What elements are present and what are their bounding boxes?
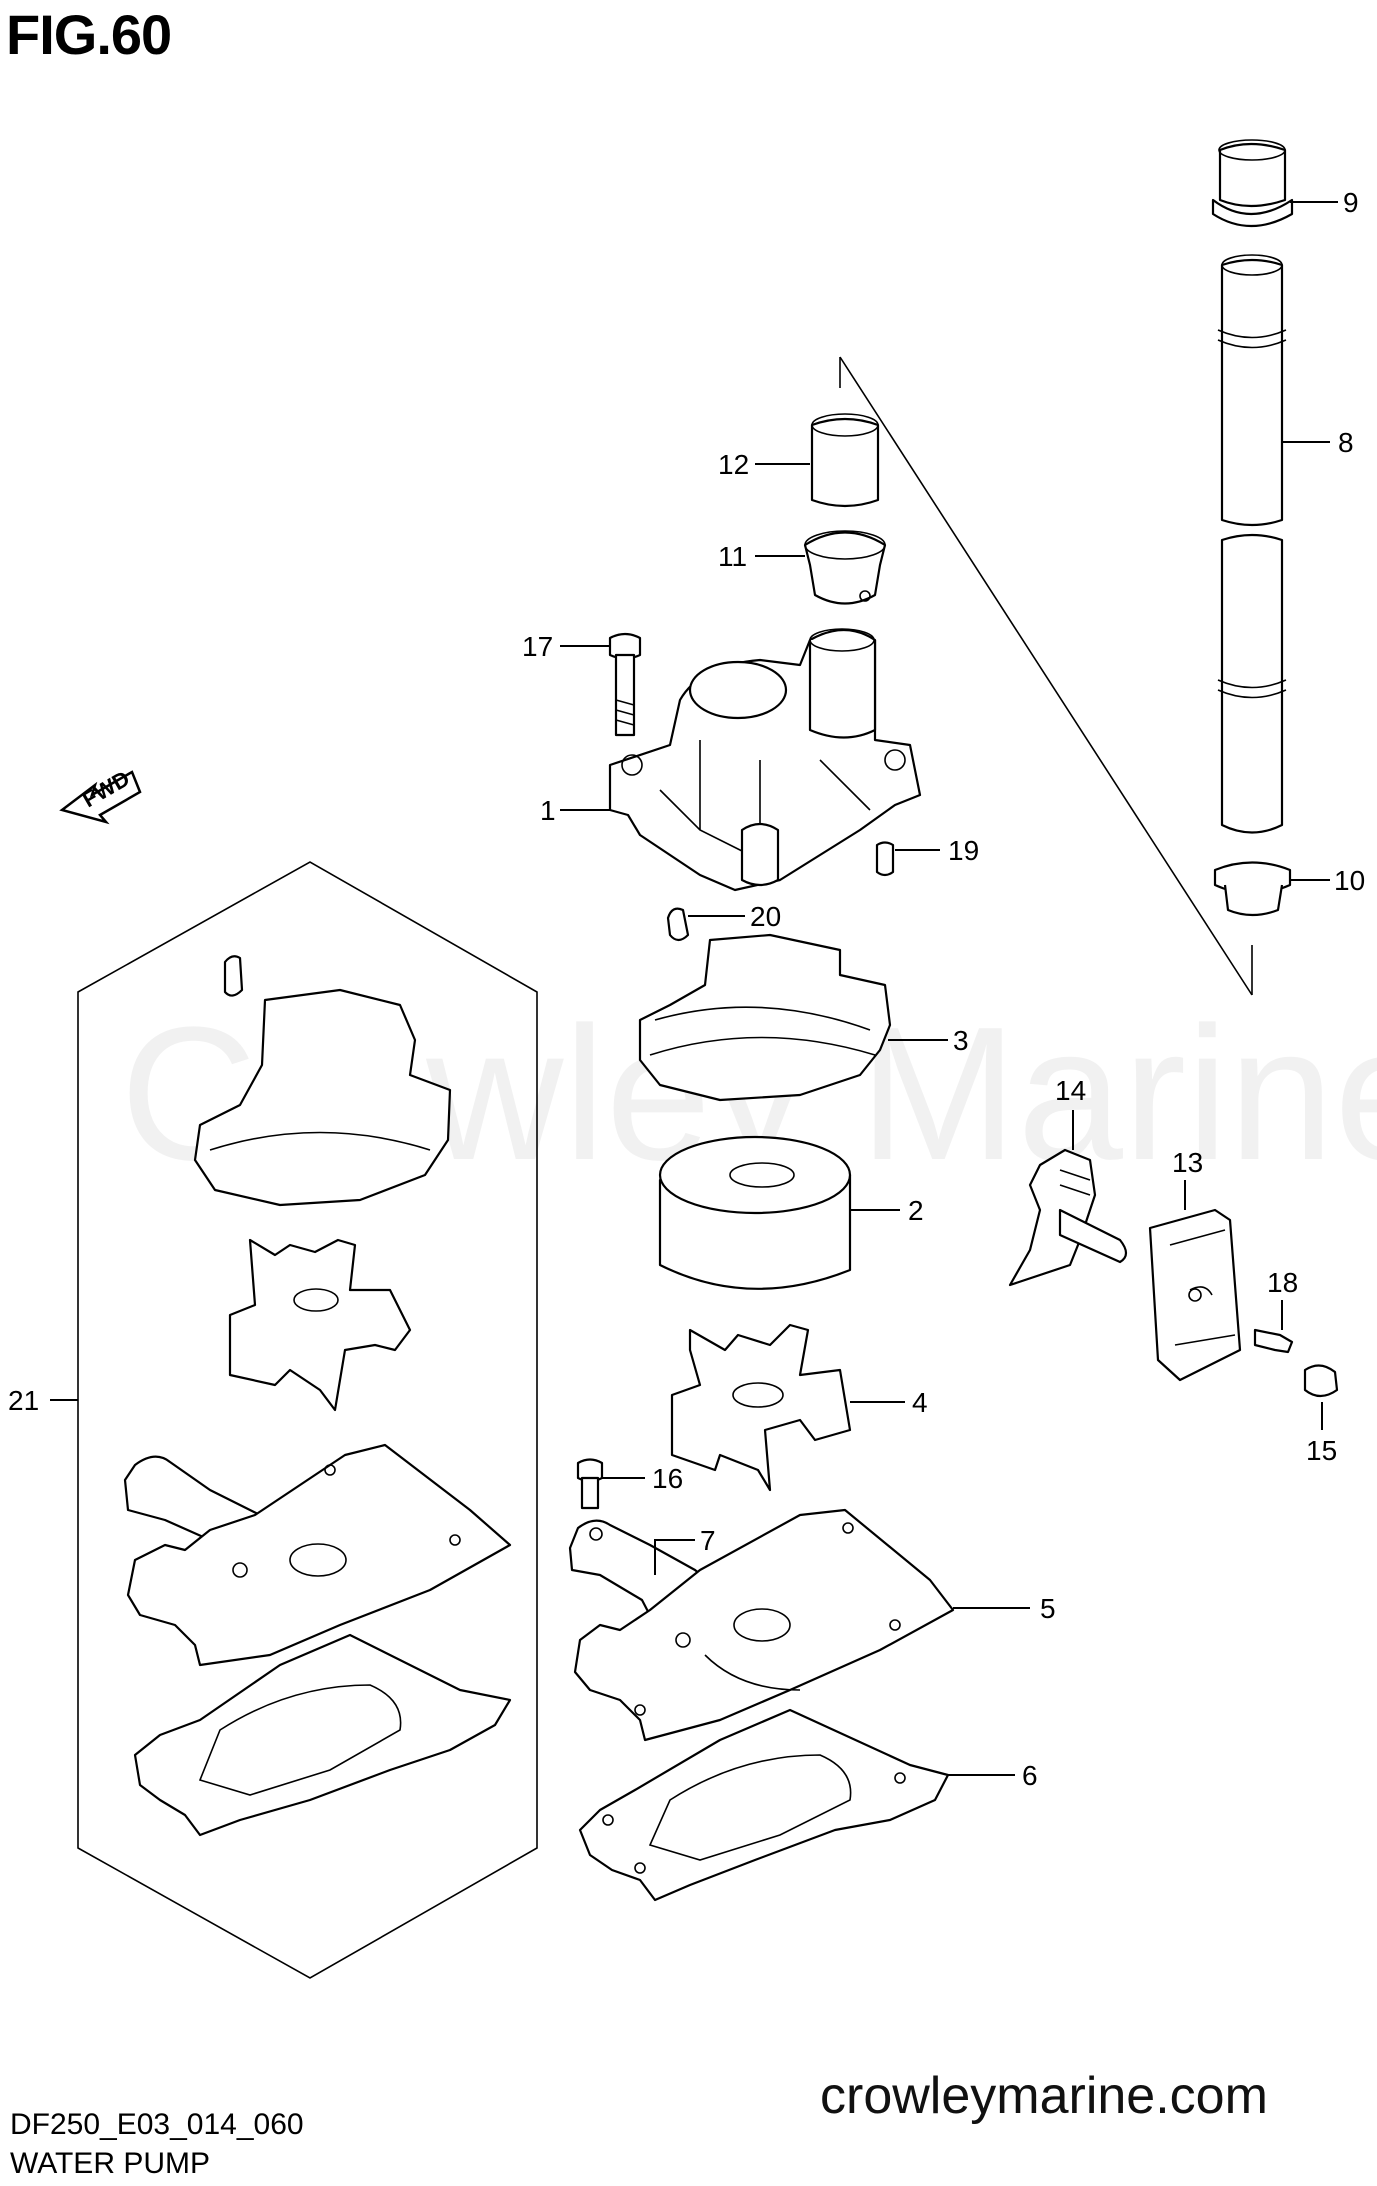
cover-part-13 <box>1148 1208 1242 1382</box>
plate-part-5 <box>573 1508 955 1742</box>
key-part-20 <box>666 907 690 942</box>
kit-gasket <box>193 988 452 1207</box>
impeller-part-4 <box>670 1323 852 1492</box>
kit-key <box>223 955 244 997</box>
kit-gasket-plate <box>133 1633 512 1837</box>
callout-4: 4 <box>912 1387 928 1418</box>
callout-9: 9 <box>1343 187 1359 218</box>
callout-8: 8 <box>1338 427 1354 458</box>
dowel-pin-part-19 <box>875 841 895 877</box>
pump-case-part-1 <box>608 628 922 892</box>
website-label: crowleymarine.com <box>820 2067 1268 2125</box>
callout-3: 3 <box>953 1025 969 1056</box>
collar-part-12 <box>810 413 880 508</box>
kit-outline <box>77 861 538 1979</box>
callout-11: 11 <box>718 541 747 572</box>
callout-13: 13 <box>1172 1147 1203 1178</box>
gasket-plate-part-6 <box>578 1708 950 1902</box>
callout-14: 14 <box>1055 1075 1086 1106</box>
callout-2: 2 <box>908 1195 924 1226</box>
callout-21: 21 <box>8 1385 39 1416</box>
callout-20: 20 <box>750 901 781 932</box>
callout-labels: 9 8 10 12 11 17 1 19 20 3 14 13 2 18 4 1… <box>8 187 1365 1791</box>
callout-1: 1 <box>540 795 556 826</box>
callout-5: 5 <box>1040 1593 1056 1624</box>
callout-7: 7 <box>700 1525 716 1556</box>
diagram-code: DF250_E03_014_060 <box>10 2108 304 2141</box>
callout-10: 10 <box>1334 865 1365 896</box>
liner-part-2 <box>658 1135 852 1290</box>
callout-16: 16 <box>652 1463 683 1494</box>
callout-17: 17 <box>522 631 553 662</box>
nut-part-15 <box>1303 1364 1339 1398</box>
callout-18: 18 <box>1267 1267 1298 1298</box>
diagram-caption: WATER PUMP <box>10 2147 210 2180</box>
leader-lines <box>50 201 1338 1776</box>
kit-plate <box>126 1443 512 1667</box>
fwd-arrow-icon: FWD <box>59 766 142 825</box>
grommet-part-10 <box>1213 861 1292 917</box>
bolt-part-17 <box>608 632 642 737</box>
bolt-part-16 <box>576 1458 604 1510</box>
gasket-part-3 <box>638 933 892 1102</box>
bracket-part-14 <box>1008 1148 1128 1287</box>
bracket-line <box>839 356 1253 996</box>
callout-15: 15 <box>1306 1435 1337 1466</box>
grommet-part-9 <box>1211 139 1294 228</box>
callout-19: 19 <box>948 835 979 866</box>
kit-impeller <box>228 1238 412 1412</box>
water-tube-part-8 <box>1217 254 1287 834</box>
callout-12: 12 <box>718 449 749 480</box>
figure-title: FIG.60 <box>6 3 172 66</box>
screw-part-18 <box>1253 1328 1294 1354</box>
bushing-part-11 <box>803 530 887 605</box>
callout-6: 6 <box>1022 1760 1038 1791</box>
